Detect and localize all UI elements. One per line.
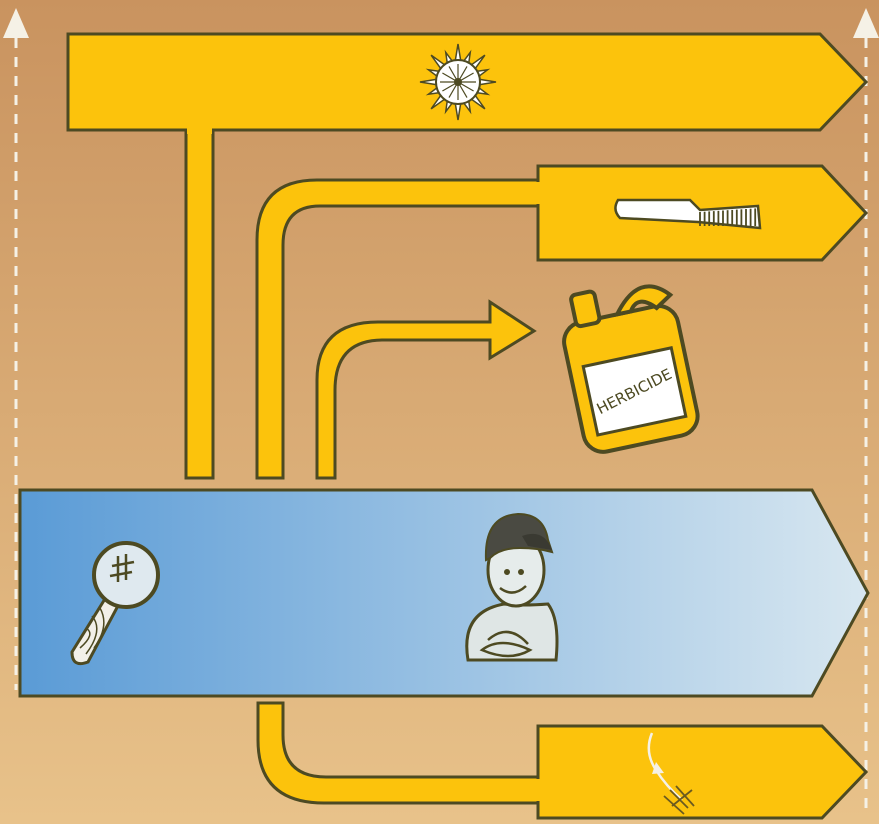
sun-icon	[420, 44, 496, 120]
hair-arrow-band	[538, 726, 866, 818]
sun-stem	[186, 120, 213, 478]
